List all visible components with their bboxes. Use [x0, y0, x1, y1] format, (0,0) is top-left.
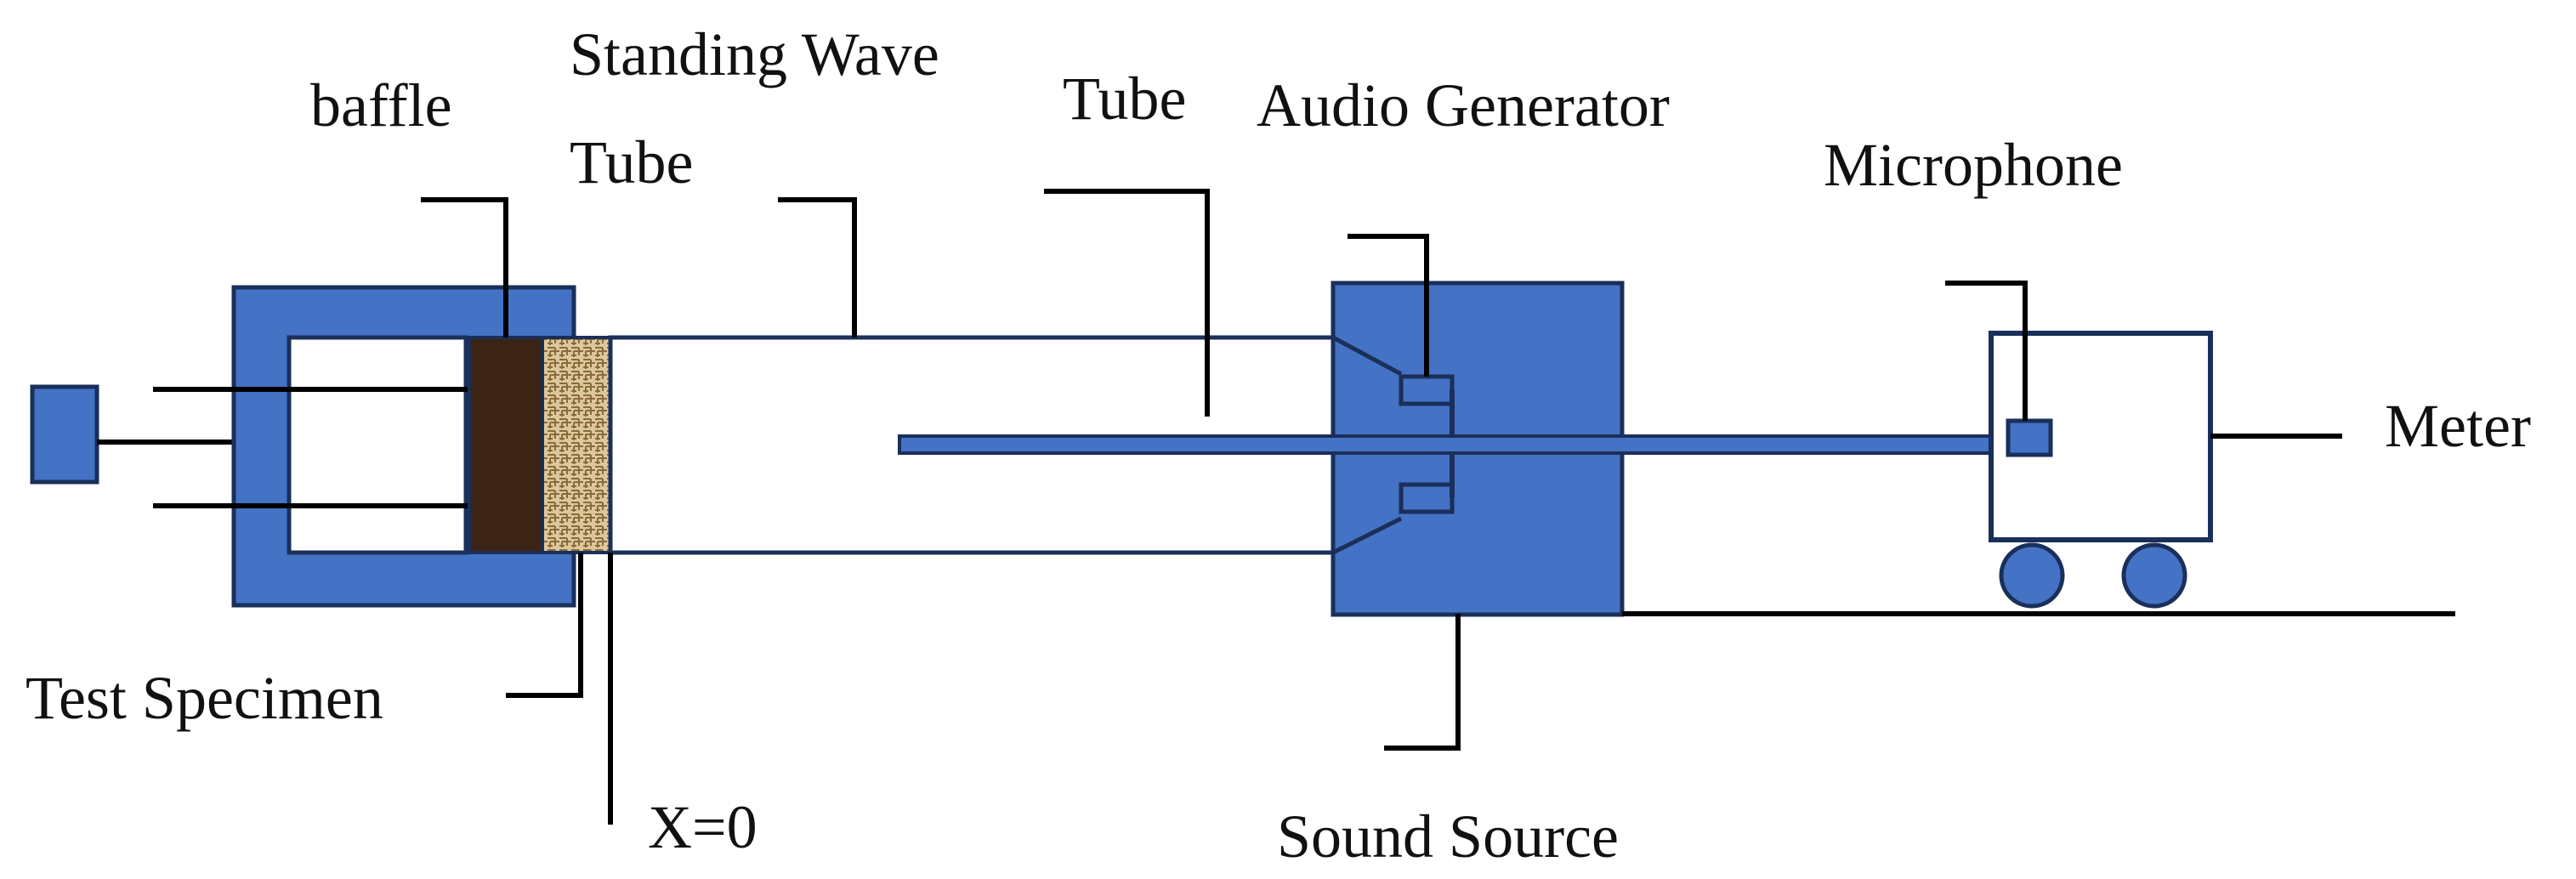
test-specimen-leader	[506, 553, 583, 698]
test-specimen-label: Test Specimen	[26, 664, 383, 732]
standing-wave-tube-label-line2: Tube	[570, 128, 693, 196]
audio-generator-leader	[1348, 234, 1429, 377]
microphone-leader	[1945, 281, 2028, 421]
tube-leader	[1044, 189, 1210, 417]
baffle-label: baffle	[310, 71, 452, 139]
horn-line-bottom	[1331, 516, 1403, 555]
standing-wave-tube-label-line1: Standing Wave	[570, 20, 939, 88]
speaker-element-top	[1399, 374, 1455, 406]
baffle-leader	[421, 197, 508, 337]
baffle-block	[468, 336, 544, 554]
x-zero-label: X=0	[648, 793, 757, 861]
speaker-element-bottom	[1399, 482, 1455, 514]
tube-label: Tube	[1063, 65, 1186, 133]
test-specimen-block	[541, 336, 612, 554]
cart-wheel-left	[1999, 542, 2065, 609]
sample-holder-cavity	[287, 335, 468, 555]
audio-generator-label: Audio Generator	[1257, 71, 1670, 139]
standing-wave-tube-leader	[778, 197, 857, 337]
cart-wheel-right	[2121, 542, 2187, 609]
horn-line-top	[1331, 335, 1403, 377]
sound-source-leader	[1384, 614, 1461, 751]
microphone-element	[2006, 418, 2053, 457]
probe-tube	[898, 434, 2006, 455]
meter-label: Meter	[2385, 392, 2531, 460]
sound-source-label: Sound Source	[1277, 802, 1619, 870]
microphone-label: Microphone	[1824, 131, 2123, 199]
left-clamp-block	[30, 384, 99, 485]
